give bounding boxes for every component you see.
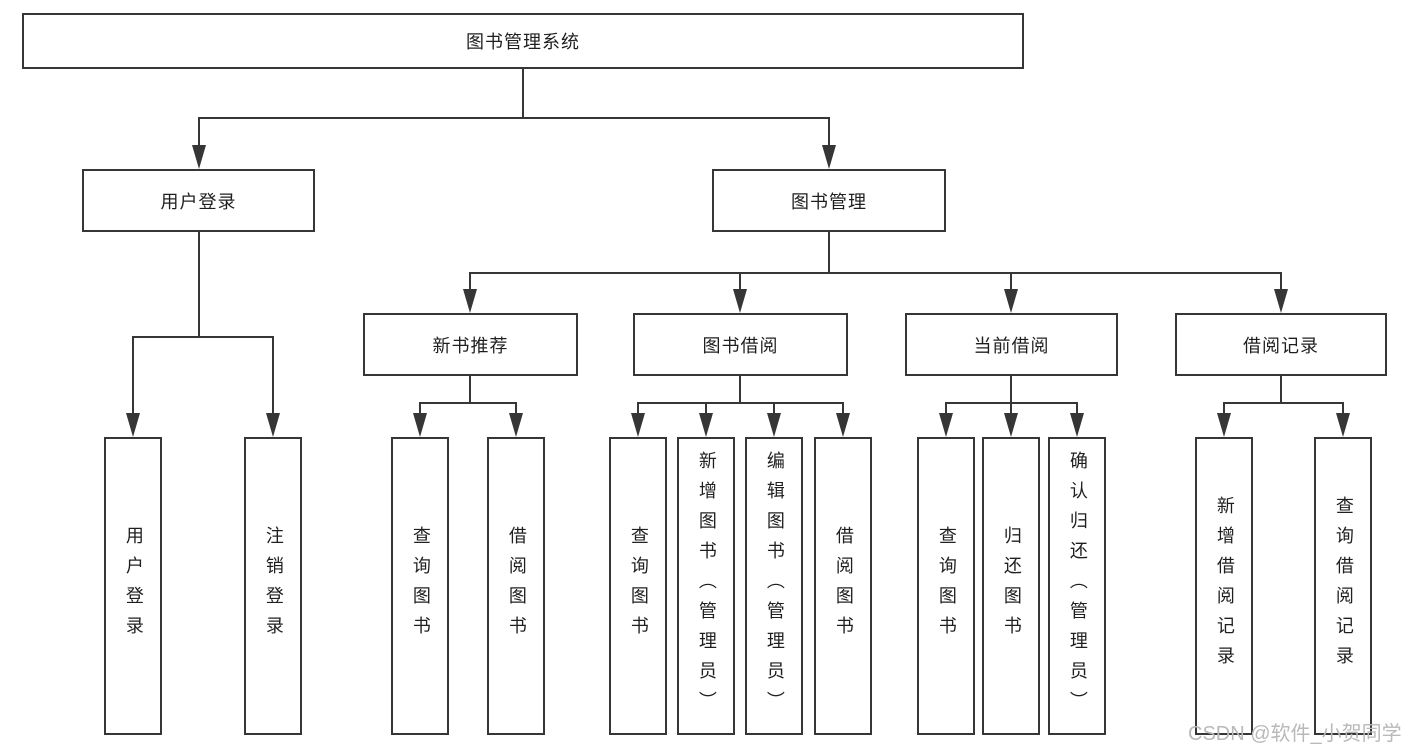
node-label: 图书借阅 [702,335,779,356]
leaf-confirm-return-admin: 确认归还（管理员） [1048,437,1106,735]
node-label: 查询图书 [410,526,431,646]
csdn-watermark: CSDN @软件_小贺同学 [1188,723,1402,745]
leaf-borrow-books-recommend: 借阅图书 [487,437,545,735]
node-borrow-records: 借阅记录 [1175,313,1387,376]
arrow-down-icon [1217,413,1231,437]
leaf-return-books: 归还图书 [982,437,1040,735]
arrow-down-icon [767,413,781,437]
arrow-down-icon [1004,413,1018,437]
node-current-borrow: 当前借阅 [905,313,1118,376]
node-label: 图书管理系统 [466,32,580,52]
connector-stem [1010,272,1012,291]
node-label: 查询借阅记录 [1333,496,1354,676]
connector-stem [637,402,639,415]
arrow-down-icon [836,413,850,437]
arrow-down-icon [822,145,836,169]
arrow-down-icon [126,413,140,437]
node-label: 图书管理 [791,191,867,212]
node-label: 新书推荐 [432,335,509,356]
connector-level3-branch [469,272,1282,274]
arrow-down-icon [463,289,477,313]
connector-stem [198,117,200,147]
node-label: 查询图书 [628,526,649,646]
node-label: 注销登录 [263,526,284,646]
node-label: 借阅图书 [506,526,527,646]
connector-stem [1010,376,1012,402]
connector-stem [469,272,471,291]
connector-stem [1280,272,1282,291]
connector-stem [198,232,200,336]
arrow-down-icon [413,413,427,437]
connector-level2-branch [198,117,830,119]
node-label: 归还图书 [1001,526,1022,646]
node-label: 借阅图书 [833,526,854,646]
connector-stem [945,402,947,415]
leaf-add-books-admin: 新增图书（管理员） [677,437,735,735]
connector-stem [705,402,707,415]
node-new-book-recommend: 新书推荐 [363,313,578,376]
connector-stem [739,272,741,291]
leaf-query-books-recommend: 查询图书 [391,437,449,735]
arrow-down-icon [1274,289,1288,313]
leaf-borrow-books: 借阅图书 [814,437,872,735]
arrow-down-icon [939,413,953,437]
node-book-management: 图书管理 [712,169,946,232]
connector-stem [419,402,421,415]
arrow-down-icon [192,145,206,169]
connector-branch [637,402,844,404]
arrow-down-icon [1004,289,1018,313]
arrow-down-icon [266,413,280,437]
arrow-down-icon [631,413,645,437]
node-label: 查询图书 [936,526,957,646]
node-label: 新增借阅记录 [1214,496,1235,676]
connector-branch [132,336,274,338]
node-root-system: 图书管理系统 [22,13,1024,69]
connector-stem [1342,402,1344,415]
node-label: 当前借阅 [973,335,1050,356]
arrow-down-icon [699,413,713,437]
connector-stem [469,376,471,402]
connector-stem [1076,402,1078,415]
arrow-down-icon [733,289,747,313]
arrow-down-icon [509,413,523,437]
node-label: 编辑图书（管理员） [764,451,785,721]
connector-stem [828,232,830,272]
leaf-add-borrow-record: 新增借阅记录 [1195,437,1253,735]
node-label: 用户登录 [123,526,144,646]
connector-stem [773,402,775,415]
node-label: 借阅记录 [1243,335,1319,356]
connector-branch [1223,402,1344,404]
connector-stem [132,336,134,415]
leaf-query-borrow-record: 查询借阅记录 [1314,437,1372,735]
connector-stem [828,117,830,147]
connector-branch [419,402,517,404]
connector-stem [515,402,517,415]
node-label: 新增图书（管理员） [696,451,717,721]
connector-stem [1010,402,1012,415]
leaf-query-books-borrow: 查询图书 [609,437,667,735]
node-label: 确认归还（管理员） [1067,451,1088,721]
leaf-edit-books-admin: 编辑图书（管理员） [745,437,803,735]
connector-root-stem [522,69,524,117]
arrow-down-icon [1070,413,1084,437]
connector-stem [739,376,741,402]
connector-stem [272,336,274,415]
connector-stem [1223,402,1225,415]
leaf-logout: 注销登录 [244,437,302,735]
arrow-down-icon [1336,413,1350,437]
node-label: 用户登录 [160,191,237,212]
leaf-query-books-current: 查询图书 [917,437,975,735]
leaf-user-login: 用户登录 [104,437,162,735]
node-user-login: 用户登录 [82,169,315,232]
connector-stem [842,402,844,415]
connector-stem [1280,376,1282,402]
node-book-borrow: 图书借阅 [633,313,848,376]
